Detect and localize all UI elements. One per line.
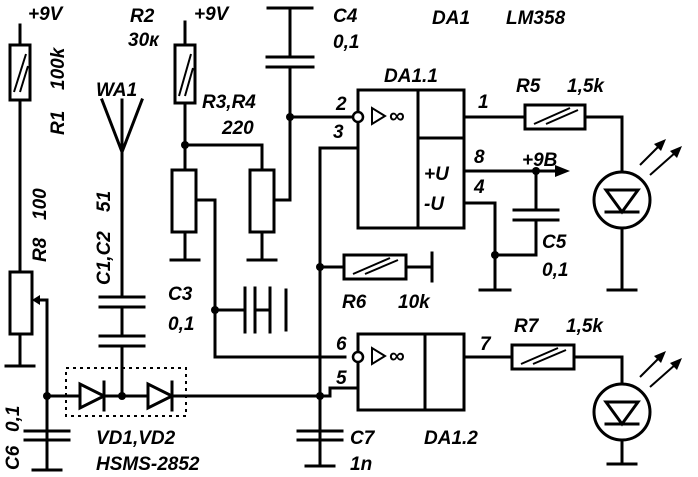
da1-2-opamp xyxy=(328,332,514,412)
pin-1-label: 1 xyxy=(478,92,489,113)
r4-trimmer xyxy=(246,65,292,262)
r7-value-label: 1,5k xyxy=(566,316,604,337)
c4-ref-label: C4 xyxy=(333,6,358,27)
diodes-ref-label: VD1,VD2 xyxy=(96,428,176,449)
r2-resistor xyxy=(173,20,264,172)
c6-capacitor xyxy=(23,429,71,472)
c6-value-label: 0,1 xyxy=(3,406,24,432)
opamp1-infinity-icon: ∞ xyxy=(389,103,405,128)
chip-ref-label: DA1 xyxy=(432,8,470,29)
r2-supply-label: +9V xyxy=(194,4,230,25)
r7-ref-label: R7 xyxy=(514,316,540,337)
r8-potentiometer xyxy=(4,270,49,442)
da1-1-opamp xyxy=(318,88,570,442)
c4-value-label: 0,1 xyxy=(333,32,359,53)
led1-indicator xyxy=(592,139,682,292)
r6-ref-label: R6 xyxy=(342,292,367,313)
opamp2-label: DA1.2 xyxy=(424,428,478,449)
vplus-label: +U xyxy=(424,164,450,185)
r5-ref-label: R5 xyxy=(516,76,541,97)
pin-4-label: 4 xyxy=(473,177,485,198)
r1-resistor xyxy=(8,23,32,274)
r6-value-label: 10k xyxy=(398,292,431,313)
c5-capacitor xyxy=(512,208,560,222)
pin-5-label: 5 xyxy=(336,368,347,389)
c7-value-label: 1n xyxy=(350,454,372,475)
c5-value-label: 0,1 xyxy=(542,260,568,281)
c4-capacitor xyxy=(265,6,357,119)
c3-ref-label: C3 xyxy=(168,284,193,305)
c1-c2-capacitors xyxy=(98,295,146,398)
r2-ref-label: R2 xyxy=(130,6,155,27)
antenna-label: WA1 xyxy=(96,80,137,101)
out-supply-label: +9B xyxy=(522,150,558,171)
pin-6-label: 6 xyxy=(336,334,347,355)
r2-value-label: 30к xyxy=(128,30,160,51)
r1-value-label: 100k xyxy=(48,46,69,90)
c3-value-label: 0,1 xyxy=(168,314,194,335)
pin-2-label: 2 xyxy=(335,94,347,115)
r1-ref-label: R1 xyxy=(48,111,69,135)
r5-resistor xyxy=(523,103,624,174)
wa1-antenna xyxy=(100,98,144,299)
r8-ref-label: R8 xyxy=(30,237,51,262)
c3-capacitor xyxy=(213,286,288,334)
r34-value-label: 220 xyxy=(221,118,254,139)
r1-supply-label: +9V xyxy=(28,4,64,25)
c6-ref-label: C6 xyxy=(3,445,24,470)
r3-trimmer xyxy=(169,168,347,359)
junction-dots xyxy=(43,113,540,400)
r7-resistor xyxy=(510,343,624,386)
c5-ref-label: C5 xyxy=(542,232,567,253)
diodes-part-label: HSMS-2852 xyxy=(96,454,200,475)
opamp2-infinity-icon: ∞ xyxy=(389,343,405,368)
vminus-label: -U xyxy=(424,194,445,215)
c7-ref-label: C7 xyxy=(350,428,376,449)
c12-ref-label: C1,C2 xyxy=(94,231,115,285)
pin-7-label: 7 xyxy=(480,334,492,355)
pin-3-label: 3 xyxy=(333,122,344,143)
r34-ref-label: R3,R4 xyxy=(202,92,256,113)
vd1-vd2-diodes xyxy=(45,367,332,417)
r6-resistor xyxy=(318,251,434,283)
pin-8-label: 8 xyxy=(474,147,485,168)
led2-indicator xyxy=(592,351,682,466)
opamp1-label: DA1.1 xyxy=(384,66,438,87)
chip-part-label: LM358 xyxy=(506,8,566,29)
r8-value-label: 100 xyxy=(30,188,51,220)
c7-capacitor xyxy=(296,429,344,468)
r5-value-label: 1,5k xyxy=(567,76,605,97)
c12-value-label: 51 xyxy=(94,191,115,212)
